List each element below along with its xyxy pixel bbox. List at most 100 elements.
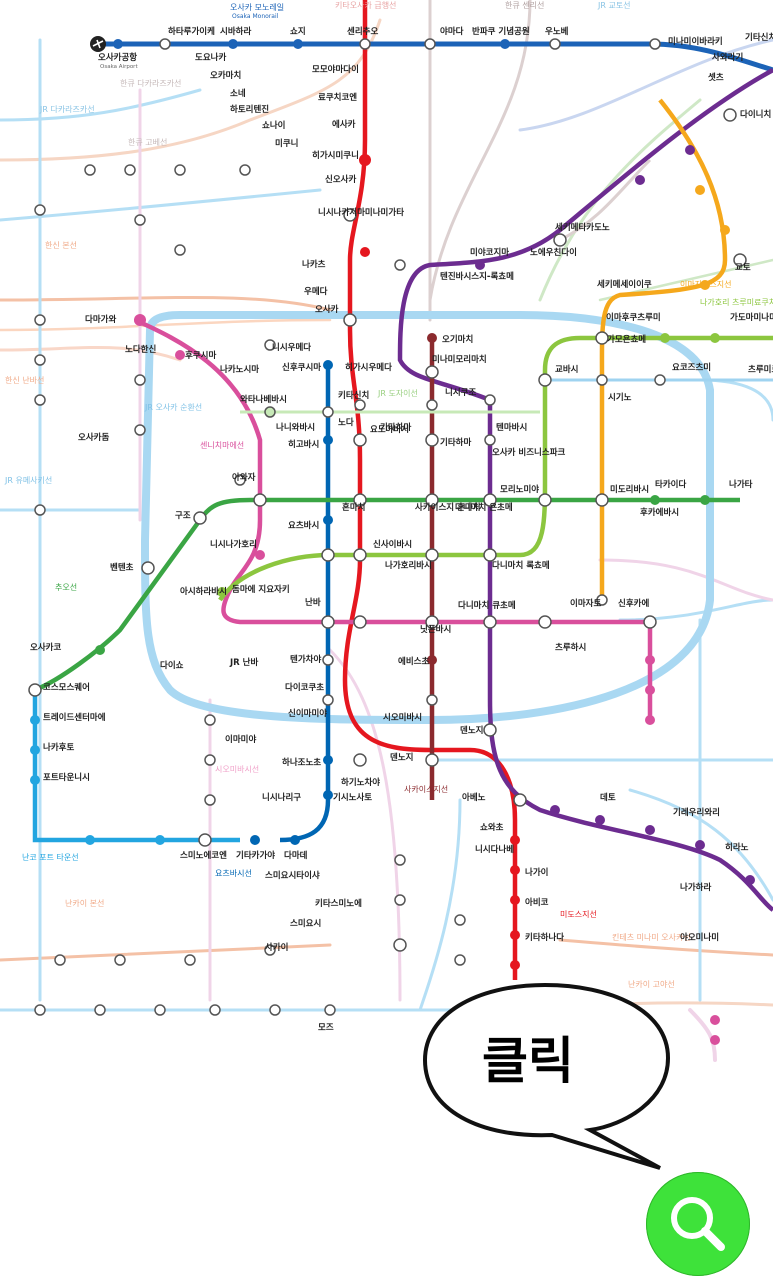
imazatosuji-line — [599, 98, 728, 600]
station-label: 구조 — [175, 511, 191, 521]
station-label: 나가하라 — [680, 882, 711, 893]
station-label: 세키메세이이쿠 — [597, 279, 652, 290]
station-label: 노에우친다이 — [530, 247, 577, 258]
line-label: JR 교토선 — [597, 1, 631, 10]
line-label: 미도스지선 — [560, 910, 597, 919]
station-label: 트레이드센터마에 — [43, 712, 106, 723]
station-label: 다마가와 — [85, 314, 116, 325]
station-label: 모즈 — [318, 1023, 334, 1033]
background-lines — [0, 0, 773, 1062]
station-label: 혼마치 — [342, 502, 365, 513]
station-label: 나니와바시 — [276, 422, 315, 433]
line-label: JR 유메사키선 — [4, 476, 52, 485]
line-label: 한신 본선 — [45, 241, 77, 250]
station-label: 니시나리구 — [262, 792, 301, 803]
station-label: 나가이 — [525, 867, 548, 878]
station-label: 벤텐초 — [110, 562, 134, 573]
line-label: JR 다카라즈카선 — [39, 105, 95, 114]
station-label: 니시우메다 — [272, 342, 311, 353]
station-label: 시기노 — [608, 392, 632, 403]
station-label: 우노베 — [545, 26, 569, 37]
station-label: 쇼나이 — [262, 120, 285, 131]
station-label: 기타카가야 — [236, 850, 275, 861]
station-label: 셋츠 — [708, 72, 724, 83]
line-label: 난카이 고야선 — [628, 979, 675, 989]
station-label: 에사카 — [332, 119, 356, 130]
station-label: 스미노에코엔 — [180, 850, 227, 861]
station-label: 야오미나미 — [680, 932, 719, 943]
station-label: 아시하라바시 — [180, 586, 227, 597]
station-label: 이마후쿠츠루미 — [606, 312, 661, 323]
line-label: 센니치마에선 — [200, 440, 244, 450]
station-label: 키타하나다 — [525, 932, 564, 943]
station-label: 하타루가이케 — [168, 26, 215, 37]
monorail-tail — [559, 158, 652, 242]
line-label: 오사카 모노레일 — [230, 3, 284, 12]
station-label: 니시나가호리 — [210, 539, 257, 550]
station-label: 아베노 — [462, 792, 486, 803]
station-label: 우메다 — [304, 286, 328, 297]
station-label: 하나조노초 — [282, 757, 321, 768]
station-label: 다이코쿠초 — [285, 682, 324, 693]
station-label: 요코즈츠미 — [672, 362, 711, 373]
station-label: 히라노 — [725, 842, 749, 853]
station-label: 돔마에 지요자키 — [232, 584, 290, 595]
station-label: 야마다 — [440, 26, 464, 37]
station-label: 미나미모리마치 — [432, 354, 487, 365]
station-label: 시바하라 — [220, 26, 251, 37]
station-label: 모모야마다이 — [312, 64, 359, 75]
station-label: 츠루하시 — [555, 642, 586, 653]
line-labels: 오사카 모노레일 Osaka Monorail 키타오사카 급행선 한큐 센리선… — [4, 0, 773, 989]
station-label: 시오미바시 — [383, 712, 422, 723]
line-label: 한신 난바선 — [5, 375, 44, 385]
midosuji-line — [342, 0, 518, 980]
station-label: 후카에바시 — [640, 507, 679, 518]
yotsubashi-line — [279, 365, 331, 843]
station-label: 신후쿠시마 — [282, 362, 321, 373]
station-label: 기시노사토 — [333, 792, 372, 803]
station-label: 이마자토 — [570, 598, 601, 609]
station-label: 나카츠 — [302, 259, 326, 270]
station-label: 코스모스퀘어 — [43, 682, 90, 693]
search-button[interactable] — [646, 1172, 750, 1276]
station-label: JR 난바 — [229, 657, 258, 668]
station-label: 쇼지 — [290, 26, 306, 37]
station-label: 스미요시타이샤 — [265, 870, 320, 881]
station-label: 쇼와초 — [480, 822, 504, 833]
station-label: 데토 — [600, 792, 616, 803]
station-label: 미도리바시 — [610, 484, 649, 495]
station-label: 하기노차야 — [341, 777, 380, 788]
station-label: 다니마치 욘초메 — [455, 502, 513, 513]
station-label: 오기마치 — [442, 334, 473, 345]
station-label: 기타하마 — [380, 422, 411, 433]
station-label: 와타나베바시 — [240, 394, 287, 405]
station-label: 노다 — [338, 417, 354, 428]
station-label: 히가시우메다 — [345, 362, 392, 373]
station-label: 오사카돔 — [78, 432, 109, 443]
station-label: 반파쿠 기념공원 — [472, 26, 530, 37]
line-label: 시오미바시선 — [215, 764, 259, 774]
speech-bubble[interactable]: 클릭 — [422, 982, 671, 1170]
station-label: 모리노미야 — [500, 484, 539, 495]
station-label: 텐마바시 — [496, 422, 527, 433]
station-label: 오카마치 — [210, 70, 241, 81]
line-label: 난코 포트 타운선 — [22, 853, 79, 862]
station-label: 미나미이바라키 — [668, 36, 723, 47]
station-label: 이마미야 — [225, 734, 256, 745]
station-label: 니시나카지마미나미가타 — [318, 207, 404, 218]
line-label: 키타오사카 급행선 — [335, 0, 396, 10]
station-label: 나가타 — [729, 479, 753, 490]
station-label: 교바시 — [555, 364, 578, 375]
station-label: 센리추오 — [347, 26, 378, 37]
tanimachi-line — [397, 68, 773, 912]
station-label: 사카이 — [265, 942, 288, 953]
nanko-line — [32, 690, 240, 843]
station-label: 아비코 — [525, 897, 549, 908]
nagahori-line — [218, 335, 773, 602]
station-label: 아와자 — [232, 472, 256, 483]
station-label: 다니마치 록쵸메 — [492, 560, 550, 571]
station-label: 기타신치 — [745, 32, 773, 43]
station-label: 나가호리바시 — [385, 560, 432, 571]
station-label: 덴노지 — [460, 725, 483, 736]
